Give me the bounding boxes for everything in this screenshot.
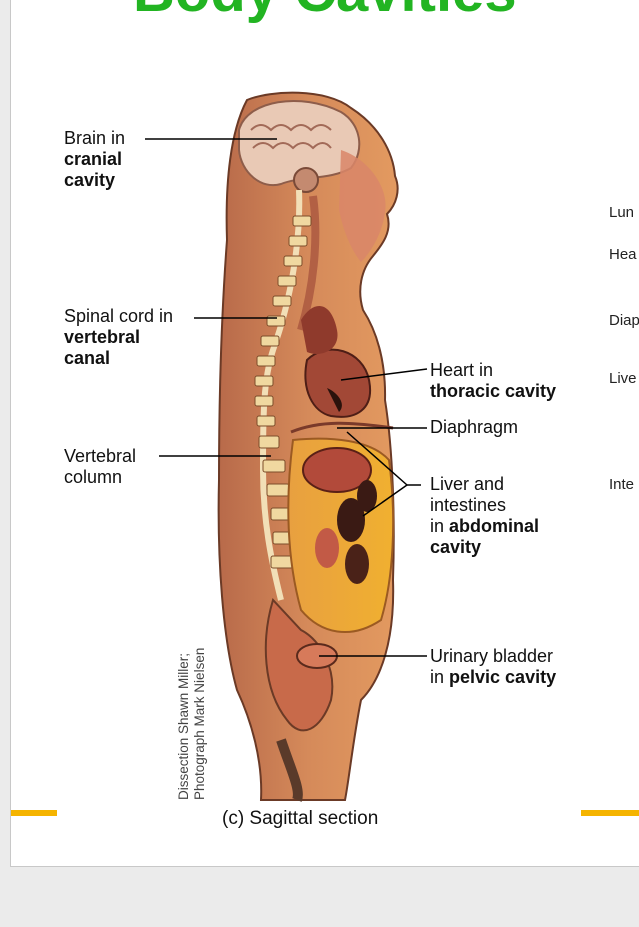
label-urinary-bladder-pelvic-cavity: Urinary bladder in pelvic cavity [430, 646, 557, 687]
label-liver-intestines-abdominal-cavity: Liver and intestines in abdominal cavity [430, 474, 540, 557]
label-diaphragm: Diaphragm [430, 417, 519, 437]
liver [302, 447, 372, 493]
label-spinal-cord-vertebral-canal: Spinal cord in vertebral canal [64, 306, 174, 368]
figure-caption: (c) Sagittal section [222, 808, 379, 829]
sagittal-section-figure [145, 91, 428, 802]
label-vertebral-column: Vertebral column [64, 446, 137, 487]
photo-credit: Dissection Shawn Miller; Photograph Mark… [176, 647, 207, 800]
slide: Body Cavities [10, 0, 639, 867]
vertebral-column [254, 215, 312, 569]
slide-title: Body Cavities [133, 0, 517, 25]
accent-bar-left [11, 810, 57, 816]
cut-label-lungs: Lun [609, 204, 635, 221]
cut-label-heart: Hea [609, 246, 637, 263]
label-heart-thoracic-cavity: Heart in thoracic cavity [430, 360, 557, 401]
label-brain-cranial-cavity: Brain in cranial cavity [64, 128, 126, 190]
cut-label-intestines: Inte [609, 476, 635, 493]
cut-label-diaphragm: Diap [609, 312, 639, 329]
accent-bar-right [581, 810, 639, 816]
leader-lines [145, 138, 428, 657]
diaphragm [290, 421, 394, 434]
cut-label-liver: Live [609, 370, 637, 387]
heart [304, 348, 372, 418]
